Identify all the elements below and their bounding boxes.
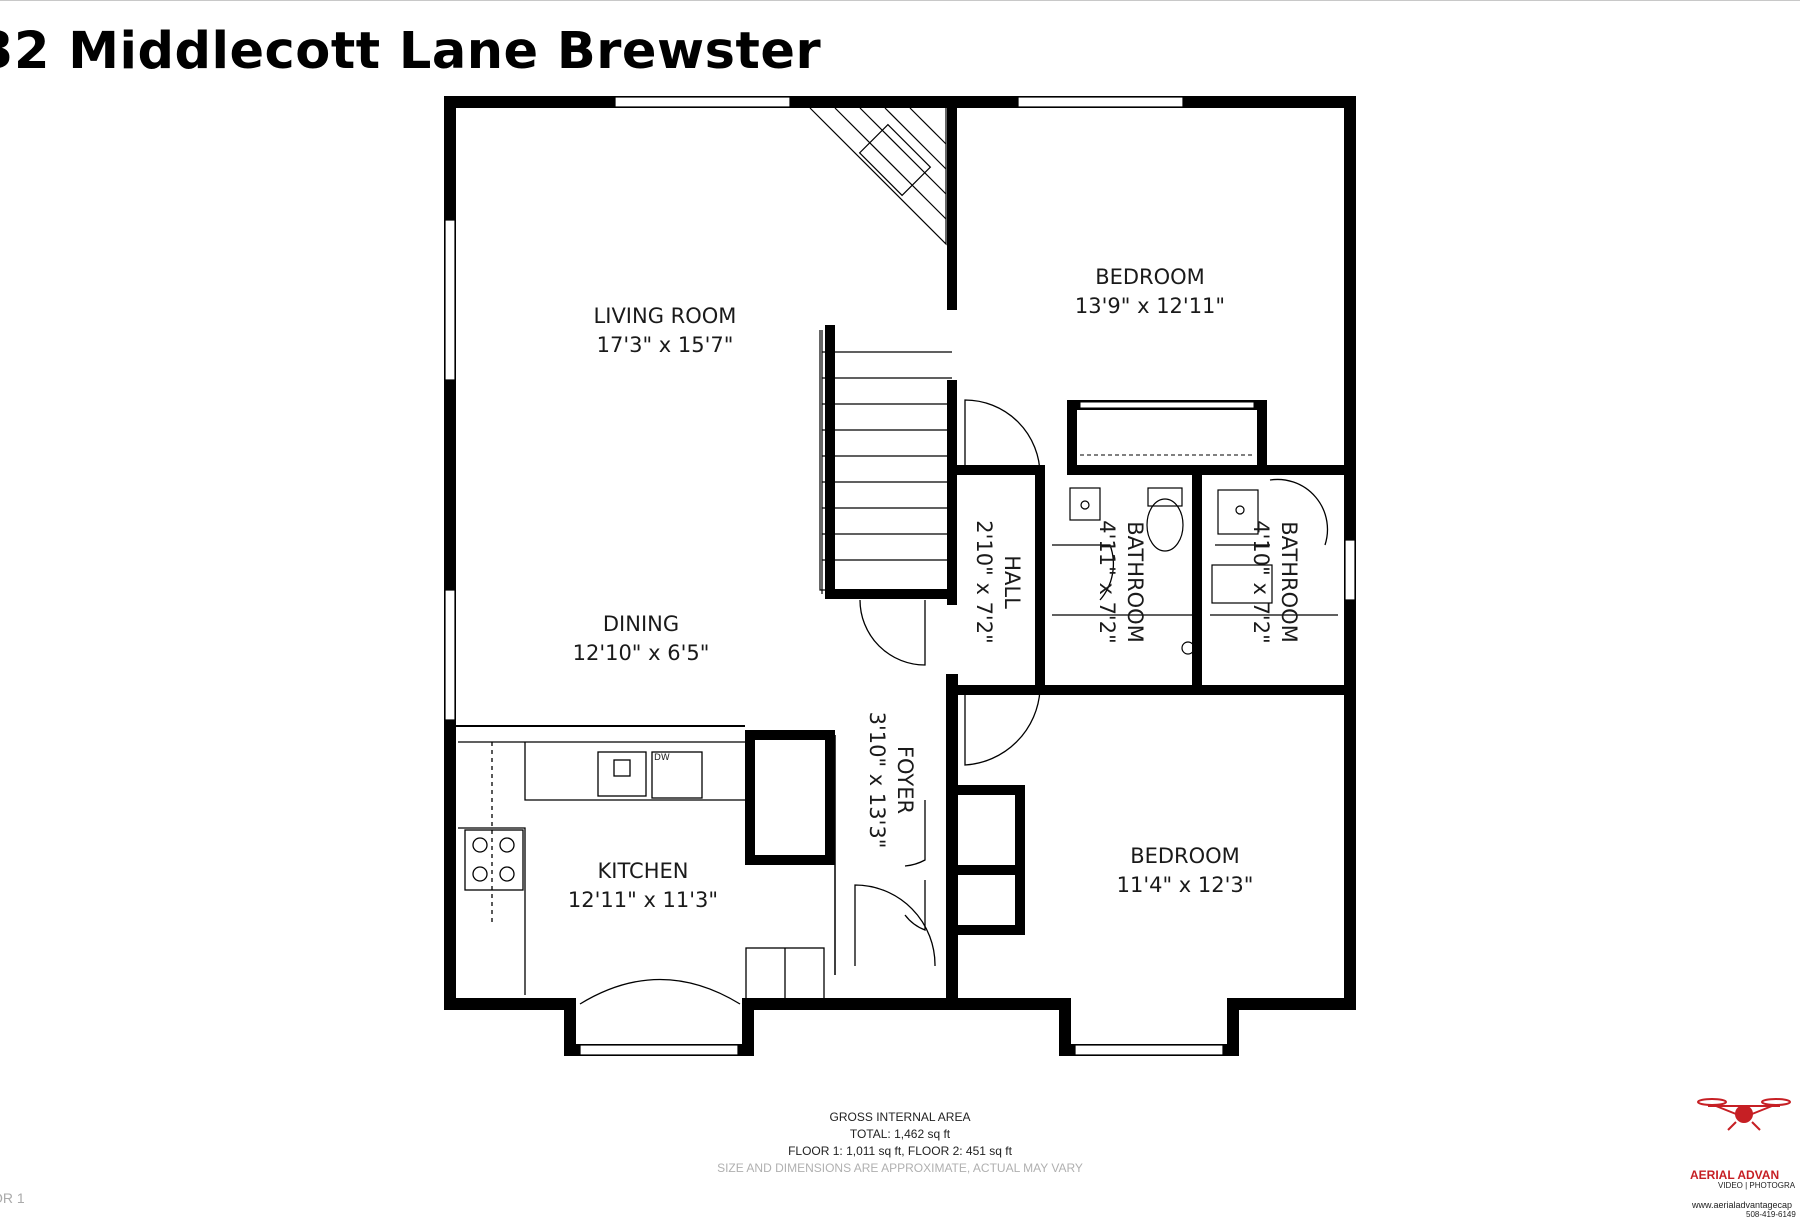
room-labels: LIVING ROOM 17'3" x 15'7" DINING 12'10" …: [568, 265, 1301, 912]
room-name-kitchen: KITCHEN: [598, 859, 689, 883]
bathroom-fixtures: [1052, 487, 1338, 655]
top-border: [0, 0, 1800, 1]
area-total: TOTAL: 1,462 sq ft: [849, 1127, 951, 1141]
logo-name: AERIAL ADVAN: [1690, 1168, 1780, 1182]
floor-tab[interactable]: OR 1: [0, 1190, 25, 1206]
area-heading: GROSS INTERNAL AREA: [829, 1110, 971, 1124]
dishwasher-label: DW: [654, 753, 670, 763]
area-floors: FLOOR 1: 1,011 sq ft, FLOOR 2: 451 sq ft: [788, 1144, 1012, 1158]
bedroom-closet: [1067, 400, 1267, 475]
room-size-hall: 2'10" x 7'2": [972, 520, 996, 643]
windows: [444, 96, 1356, 1056]
doors: [854, 399, 1329, 967]
room-size-bathroom-1: 4'11" x 7'2": [1095, 520, 1119, 643]
room-size-foyer: 3'10" x 13'3": [865, 712, 889, 849]
room-name-bathroom-2: BATHROOM: [1277, 521, 1301, 643]
room-name-bedroom-upper: BEDROOM: [1095, 265, 1205, 289]
stairs: [809, 107, 952, 594]
room-size-bedroom-upper: 13'9" x 12'11": [1075, 294, 1225, 318]
room-size-living-room: 17'3" x 15'7": [597, 333, 734, 357]
room-size-kitchen: 12'11" x 11'3": [568, 888, 718, 912]
room-name-living-room: LIVING ROOM: [594, 304, 737, 328]
logo-website[interactable]: www.aerialadvantagecap: [1692, 1200, 1793, 1210]
room-name-bedroom-lower: BEDROOM: [1130, 844, 1240, 868]
page-title: 32 Middlecott Lane Brewster: [0, 22, 822, 81]
room-name-foyer: FOYER: [893, 746, 917, 814]
room-size-bedroom-lower: 11'4" x 12'3": [1117, 873, 1254, 897]
drone-icon: [1697, 1098, 1791, 1131]
room-name-bathroom-1: BATHROOM: [1123, 521, 1147, 643]
room-name-dining: DINING: [603, 612, 679, 636]
area-disclaimer: SIZE AND DIMENSIONS ARE APPROXIMATE, ACT…: [717, 1161, 1083, 1175]
kitchen-counters: [458, 741, 825, 1005]
room-name-hall: HALL: [1000, 555, 1024, 609]
room-size-dining: 12'10" x 6'5": [573, 641, 710, 665]
kitchen-partition: [455, 725, 836, 975]
interior-walls: [825, 97, 1355, 1009]
room-size-bathroom-2: 4'10" x 7'2": [1249, 520, 1273, 643]
logo-subtitle: VIDEO | PHOTOGRA: [1718, 1181, 1796, 1190]
logo-phone: 508-419-6149: [1746, 1210, 1796, 1219]
